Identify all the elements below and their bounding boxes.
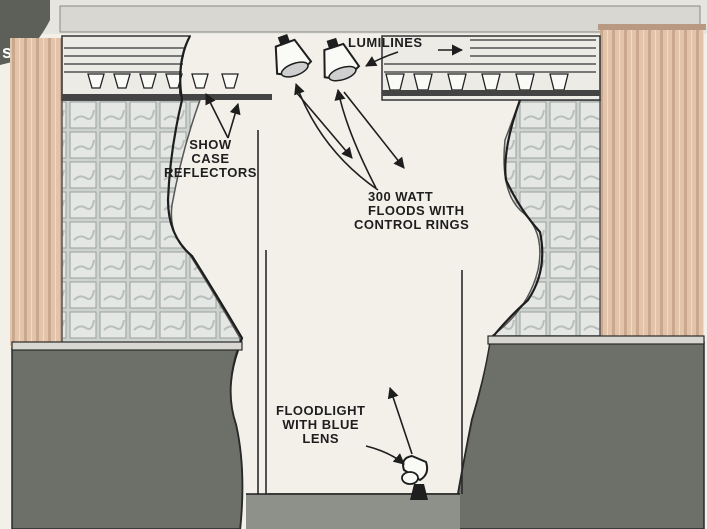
right-glass-block-wall xyxy=(492,100,600,336)
label-show-case-reflectors: SHOW CASE REFLECTORS xyxy=(164,138,257,180)
left-valance-rail xyxy=(62,94,272,100)
label-floodlight-blue-lens: FLOODLIGHT WITH BLUE LENS xyxy=(276,404,366,446)
right-curtain-rail xyxy=(598,24,706,30)
label-show-line-1: SHOW xyxy=(164,138,257,152)
label-show-line-2: CASE xyxy=(164,152,257,166)
label-lumilines: LUMILINES xyxy=(348,36,423,50)
label-floods-line-1: 300 WATT xyxy=(354,190,469,204)
right-valance-rail xyxy=(382,90,600,96)
label-floods-line-3: CONTROL RINGS xyxy=(354,218,469,232)
label-floodlight-line-3: LENS xyxy=(276,432,366,446)
flood-lamp-left xyxy=(266,30,314,82)
label-lumilines-text: LUMILINES xyxy=(348,35,423,50)
right-panel-ledge xyxy=(488,336,704,344)
right-curtain xyxy=(600,28,704,336)
left-panel-ledge xyxy=(12,342,242,350)
floor-strip xyxy=(246,494,460,529)
label-300-watt-floods: 300 WATT FLOODS WITH CONTROL RINGS xyxy=(354,190,469,232)
left-lower-panel xyxy=(12,348,242,529)
left-valance xyxy=(62,36,190,100)
label-floodlight-line-2: WITH BLUE xyxy=(276,418,366,432)
leader-lines xyxy=(206,50,462,464)
label-floodlight-line-1: FLOODLIGHT xyxy=(276,404,366,418)
label-floods-line-2: FLOODS WITH xyxy=(354,204,469,218)
label-show-line-3: REFLECTORS xyxy=(164,166,257,180)
left-curtain xyxy=(10,38,66,346)
right-lower-panel xyxy=(452,342,704,529)
